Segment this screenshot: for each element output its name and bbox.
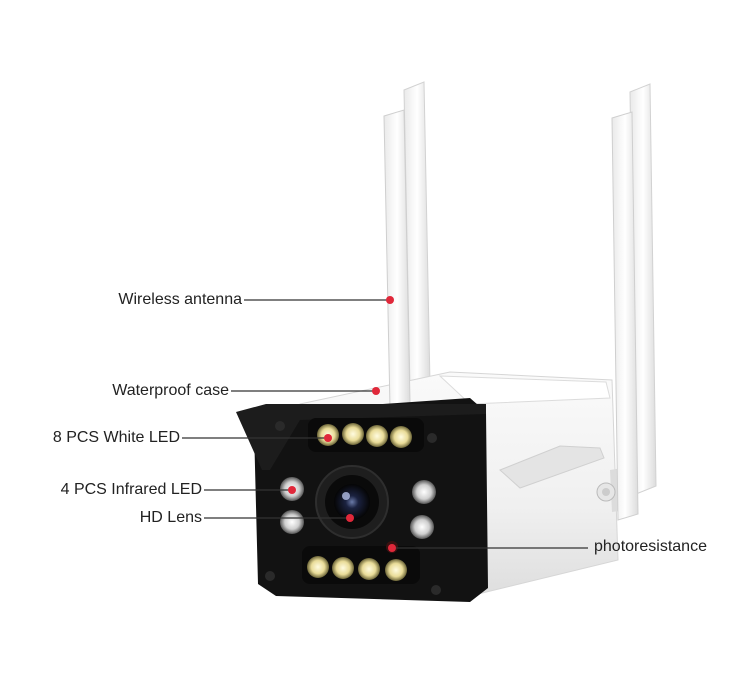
callout-dot-ir-led xyxy=(288,486,296,494)
white-led xyxy=(342,423,364,445)
white-led xyxy=(307,556,329,578)
label-white-led: 8 PCS White LED xyxy=(52,429,180,446)
callout-dot-antenna xyxy=(386,296,394,304)
callout-dots xyxy=(288,296,396,552)
callout-dot-white-led xyxy=(324,434,332,442)
label-photoresistance: photoresistance xyxy=(594,538,707,555)
infrared-led-group xyxy=(280,477,436,539)
white-led xyxy=(385,559,407,581)
antenna-right-front xyxy=(611,111,639,521)
callout-dot-case xyxy=(372,387,380,395)
antenna-left-front xyxy=(383,109,411,409)
infrared-led xyxy=(410,515,434,539)
white-led xyxy=(390,426,412,448)
label-hd-lens: HD Lens xyxy=(139,509,202,526)
white-led xyxy=(366,425,388,447)
white-led-group xyxy=(307,423,412,581)
label-infrared-led: 4 PCS Infrared LED xyxy=(60,481,202,498)
callout-dot-photoresistance xyxy=(388,544,396,552)
hd-lens xyxy=(315,465,389,539)
infrared-led xyxy=(412,480,436,504)
label-wireless-antenna: Wireless antenna xyxy=(118,291,242,308)
callout-dot-lens xyxy=(346,514,354,522)
infrared-led xyxy=(280,510,304,534)
leader-lines xyxy=(182,299,588,549)
label-waterproof-case: Waterproof case xyxy=(112,382,229,399)
white-led xyxy=(332,557,354,579)
white-led xyxy=(358,558,380,580)
